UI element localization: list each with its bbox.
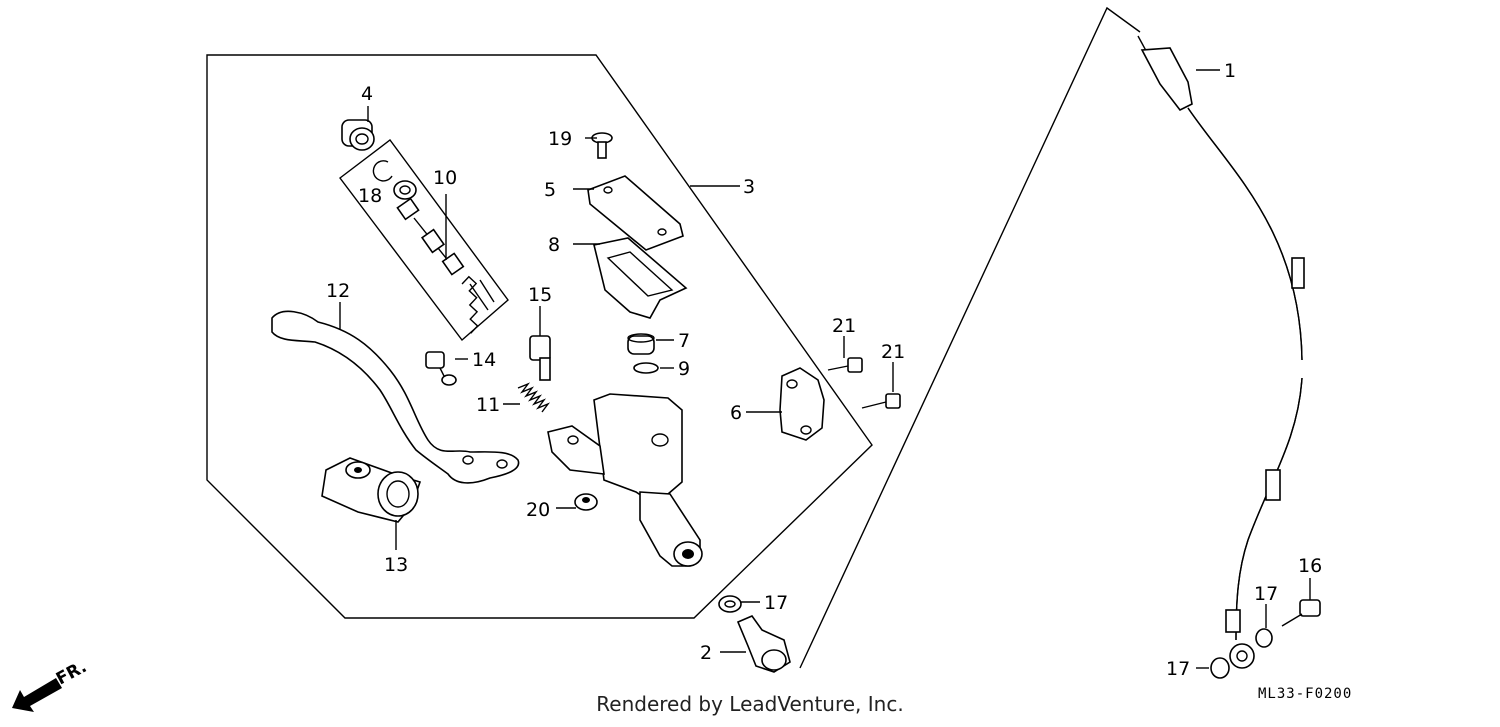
oil-bolt-part[interactable] [736, 615, 791, 673]
holder-part[interactable] [321, 457, 422, 523]
part-number-16: 16 [1298, 555, 1322, 577]
part-number-17-upper: 17 [764, 592, 788, 614]
bolt-21b-part[interactable] [861, 393, 901, 409]
part-number-13: 13 [384, 554, 408, 576]
reservoir-cap-part[interactable] [587, 175, 684, 251]
cable-boundary [799, 6, 1141, 669]
part-number-14: 14 [472, 349, 496, 371]
part-number-15: 15 [528, 284, 552, 306]
part-number-6: 6 [730, 402, 742, 424]
part-number-2: 2 [700, 642, 712, 664]
part-number-18: 18 [358, 185, 382, 207]
part-number-7: 7 [678, 330, 690, 352]
part-number-20: 20 [526, 499, 550, 521]
part-number-3: 3 [743, 176, 755, 198]
part-number-4: 4 [361, 83, 373, 105]
bolt-16-part[interactable] [1281, 599, 1321, 627]
cap-20-part[interactable] [574, 493, 598, 511]
cap-seal-part[interactable] [627, 333, 655, 355]
circlip-part[interactable] [372, 160, 417, 200]
washer-9-part[interactable] [633, 362, 659, 374]
part-number-5: 5 [544, 179, 556, 201]
part-number-10: 10 [433, 167, 457, 189]
bolt-21a-part[interactable] [827, 357, 863, 373]
part-number-17-lower: 17 [1166, 658, 1190, 680]
diaphragm-part[interactable] [593, 237, 688, 319]
part-number-1: 1 [1224, 60, 1236, 82]
washer-17a-part[interactable] [718, 595, 742, 613]
piston-subassembly-box [339, 139, 509, 342]
clamp-part[interactable] [779, 367, 825, 441]
part-number-12: 12 [326, 280, 350, 302]
washer-17b-part[interactable] [1255, 628, 1273, 648]
assembly-boundary [206, 54, 873, 619]
boot-part[interactable] [341, 119, 375, 151]
bolt-14-part[interactable] [425, 351, 457, 386]
part-number-21-left: 21 [832, 315, 856, 337]
spring-part[interactable] [517, 382, 551, 413]
part-number-17-right: 17 [1254, 583, 1278, 605]
lever-part[interactable] [271, 310, 520, 484]
part-number-19: 19 [548, 128, 572, 150]
piston-part[interactable] [396, 197, 495, 334]
part-number-9: 9 [678, 358, 690, 380]
master-cylinder-part[interactable] [547, 393, 703, 567]
washer-17c-part[interactable] [1210, 657, 1230, 679]
leader-lines [339, 69, 1311, 669]
diagram-code: ML33-F0200 [1258, 686, 1353, 702]
footer-credit: Rendered by LeadVenture, Inc. [596, 692, 904, 716]
part-number-21-right: 21 [881, 341, 905, 363]
part-number-8: 8 [548, 234, 560, 256]
screw-part[interactable] [591, 132, 613, 159]
brake-hose-part[interactable] [1137, 35, 1305, 669]
pivot-bolt-part[interactable] [529, 335, 551, 381]
part-number-11: 11 [476, 394, 500, 416]
